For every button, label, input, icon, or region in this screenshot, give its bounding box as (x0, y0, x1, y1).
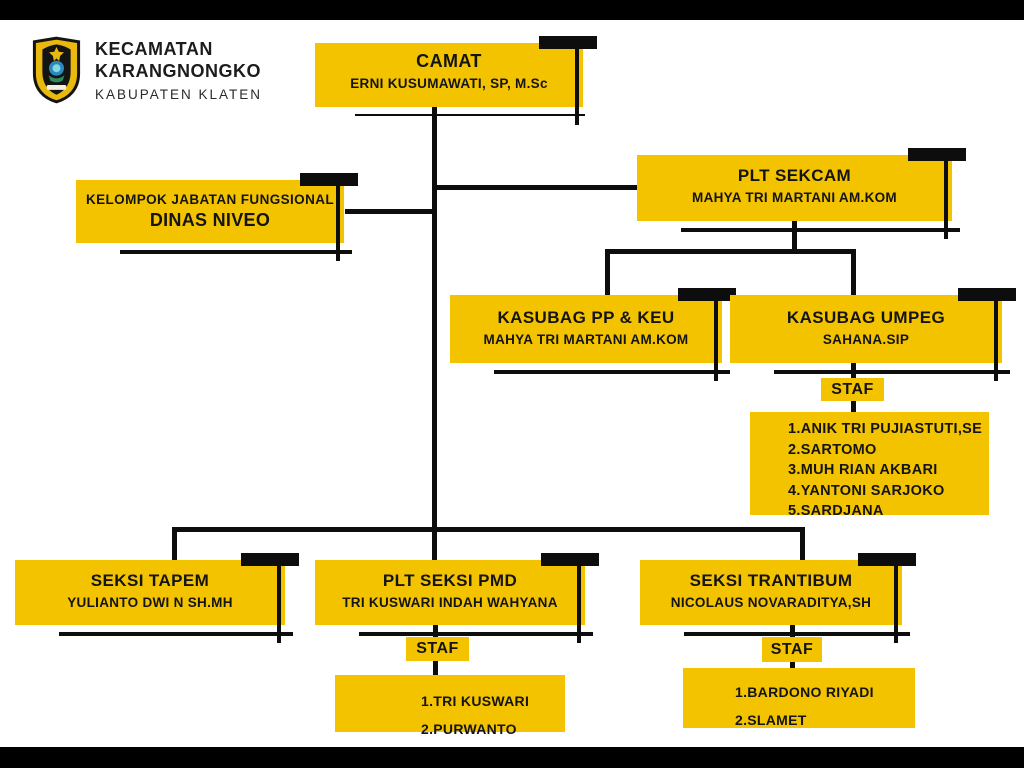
connector-trantibum-drop (800, 527, 805, 560)
underline-decoration (681, 228, 960, 232)
node-title: KASUBAG PP & KEU (497, 308, 675, 327)
underline-decoration (494, 370, 730, 374)
node-camat: CAMAT ERNI KUSUMAWATI, SP, M.Sc (315, 36, 597, 125)
underline-decoration (59, 632, 293, 636)
connector-sekcam-drop (792, 221, 797, 254)
node-plt-sekcam: PLT SEKCAM MAHYA TRI MARTANI AM.KOM (637, 148, 966, 239)
node-title: CAMAT (416, 51, 482, 71)
node-title: KELOMPOK JABATAN FUNGSIONAL (85, 192, 335, 207)
staff-list-item: 2.SLAMET (735, 712, 807, 728)
connector-sekcam-branch (432, 185, 637, 190)
org-name: KECAMATAN KARANGNONGKO KABUPATEN KLATEN (95, 36, 262, 105)
node-person-name: NICOLAUS NOVARADITYA,SH (670, 595, 872, 610)
node-plt-seksi-pmd: PLT SEKSI PMD TRI KUSWARI INDAH WAHYANA (315, 553, 599, 643)
letterbox-top (0, 0, 1024, 20)
corner-tab-decoration (858, 553, 916, 566)
corner-tab-decoration (300, 173, 358, 186)
node-title: KASUBAG UMPEG (786, 308, 946, 327)
staff-list-pmd: 1.TRI KUSWARI 2.PURWANTO (335, 675, 565, 737)
node-person-name: ERNI KUSUMAWATI, SP, M.Sc (350, 76, 548, 91)
side-line-decoration (714, 293, 718, 381)
node-kasubag-umpeg: KASUBAG UMPEG SAHANA.SIP (730, 288, 1016, 381)
connector-ppkeu-drop (605, 249, 610, 295)
staff-list-item: 5.SARDJANA (788, 503, 884, 519)
underline-decoration (774, 370, 1010, 374)
staff-list-item: 4.YANTONI SARJOKO (788, 482, 945, 499)
corner-tab-decoration (539, 36, 597, 49)
connector-camat-trunk (432, 107, 437, 560)
staff-list-umpeg: 1.ANIK TRI PUJIASTUTI,SE 2.SARTOMO 3.MUH… (750, 412, 989, 519)
side-line-decoration (575, 41, 579, 125)
staf-label-umpeg: STAF (821, 378, 884, 401)
corner-tab-decoration (678, 288, 736, 301)
node-title: SEKSI TAPEM (90, 571, 210, 590)
node-title: PLT SEKCAM (737, 166, 852, 185)
node-seksi-trantibum: SEKSI TRANTIBUM NICOLAUS NOVARADITYA,SH (640, 553, 916, 643)
side-line-decoration (577, 558, 581, 643)
org-name-line2: KARANGNONGKO (95, 61, 261, 81)
underline-decoration (120, 250, 352, 254)
connector-trantibum-list-drop (790, 662, 795, 668)
staf-label-pmd: STAF (406, 637, 469, 661)
node-person-name: SAHANA.SIP (822, 332, 910, 347)
node-seksi-tapem: SEKSI TAPEM YULIANTO DWI N SH.MH (15, 553, 299, 643)
connector-umpeg-drop (851, 249, 856, 295)
staff-list-trantibum: 1.BARDONO RIYADI 2.SLAMET (683, 668, 915, 728)
corner-tab-decoration (958, 288, 1016, 301)
letterbox-bottom (0, 747, 1024, 768)
node-kasubag-pp-keu: KASUBAG PP & KEU MAHYA TRI MARTANI AM.KO… (450, 288, 736, 381)
node-title: SEKSI TRANTIBUM (689, 571, 853, 590)
org-name-line3: KABUPATEN KLATEN (95, 87, 263, 102)
staff-list-item: 1.TRI KUSWARI (421, 693, 530, 709)
side-line-decoration (944, 153, 948, 239)
underline-decoration (355, 114, 585, 116)
connector-seksi-horizontal (172, 527, 805, 532)
staf-label-trantibum: STAF (762, 637, 822, 662)
staff-list-item: 2.SARTOMO (788, 441, 877, 458)
side-line-decoration (277, 558, 281, 643)
staff-list-item: 2.PURWANTO (421, 721, 517, 737)
underline-decoration (684, 632, 910, 636)
side-line-decoration (894, 558, 898, 643)
staff-list-item: 1.ANIK TRI PUJIASTUTI,SE (788, 421, 983, 437)
corner-tab-decoration (241, 553, 299, 566)
connector-pmd-staf-drop (433, 625, 438, 637)
corner-tab-decoration (541, 553, 599, 566)
connector-kasubag-horizontal (605, 249, 856, 254)
side-line-decoration (336, 178, 340, 261)
staff-list-item: 3.MUH RIAN AKBARI (788, 462, 938, 478)
node-person-name: MAHYA TRI MARTANI AM.KOM (483, 332, 689, 347)
connector-pmd-list-drop (433, 661, 438, 675)
staff-list-item: 1.BARDONO RIYADI (735, 684, 874, 700)
connector-trantibum-staf-drop (790, 625, 795, 637)
underline-decoration (359, 632, 593, 636)
klaten-emblem-icon (32, 36, 81, 104)
node-title: PLT SEKSI PMD (382, 571, 518, 590)
node-person-name: YULIANTO DWI N SH.MH (67, 595, 233, 610)
node-person-name: DINAS NIVEO (149, 210, 271, 230)
side-line-decoration (994, 293, 998, 381)
connector-umpeg-list-drop (851, 401, 856, 412)
connector-tapem-drop (172, 527, 177, 560)
node-person-name: TRI KUSWARI INDAH WAHYANA (342, 595, 558, 610)
node-person-name: MAHYA TRI MARTANI AM.KOM (692, 190, 897, 205)
header-brand: KECAMATAN KARANGNONGKO KABUPATEN KLATEN (30, 36, 262, 105)
connector-fungsional-branch (345, 209, 433, 214)
corner-tab-decoration (908, 148, 966, 161)
org-name-line1: KECAMATAN (95, 39, 213, 59)
node-kelompok-jabatan-fungsional: KELOMPOK JABATAN FUNGSIONAL DINAS NIVEO (76, 173, 358, 261)
